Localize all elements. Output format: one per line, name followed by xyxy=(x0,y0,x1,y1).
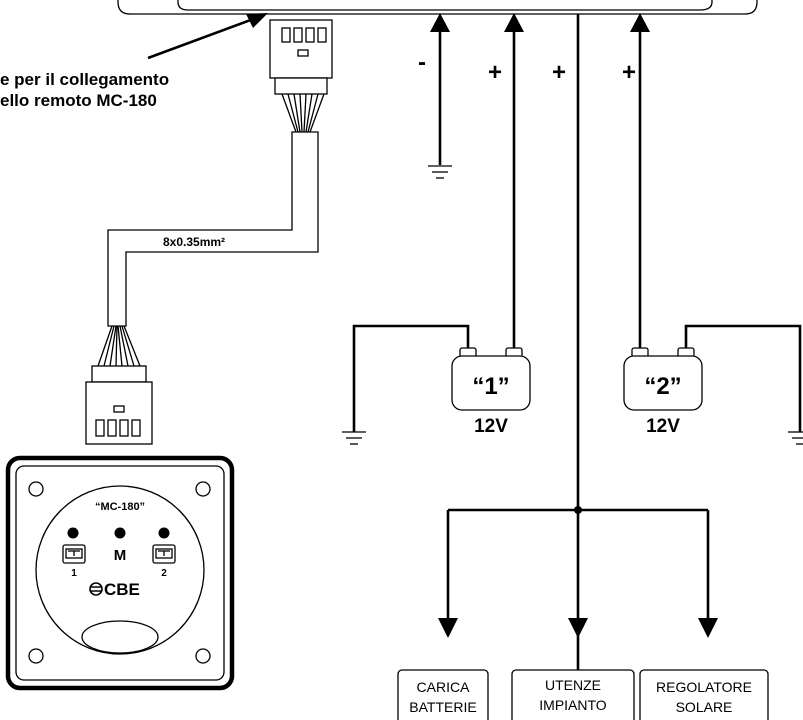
battery-1 xyxy=(451,347,531,411)
plus2-label: + xyxy=(622,59,636,86)
main-unit-bottom-edge xyxy=(117,0,758,15)
svg-text:UTENZE: UTENZE xyxy=(545,677,601,693)
battery2-name: “2” xyxy=(644,373,681,400)
svg-text:CARICA: CARICA xyxy=(417,679,471,695)
battery2-button-icon xyxy=(152,544,176,564)
remote-panel xyxy=(5,455,235,691)
top-connector-wires xyxy=(281,93,325,133)
battery1-button-icon xyxy=(62,544,86,564)
output-box-utenze-impianto: UTENZE IMPIANTO xyxy=(511,669,635,720)
led-battery2 xyxy=(158,527,170,539)
led-mode xyxy=(114,527,126,539)
ribbon-cable xyxy=(107,131,319,327)
bottom-connector xyxy=(85,365,153,445)
cable-label: 8x0.35mm² xyxy=(163,235,225,249)
connector-label-line1: e per il collegamento xyxy=(0,70,169,89)
ground-symbol-battery1 xyxy=(342,431,366,445)
bottom-connector-wires xyxy=(97,325,141,367)
screw-bottom-left xyxy=(28,648,44,664)
pointer-arrow-head xyxy=(246,13,268,28)
battery1-ground-wire xyxy=(352,324,470,432)
output-box-regolatore-solare: REGOLATORE SOLARE xyxy=(639,669,769,720)
battery2-voltage: 12V xyxy=(646,416,680,437)
connector-label-line2: ello remoto MC-180 xyxy=(0,91,157,110)
output-box-carica-batterie: CARICA BATTERIE xyxy=(397,669,489,720)
battery2-ground-wire xyxy=(684,324,802,432)
battery1-positive-arrow-head xyxy=(504,13,524,32)
screw-top-right xyxy=(195,481,211,497)
plus-center-label: + xyxy=(552,59,566,86)
minus-label: - xyxy=(418,49,426,76)
battery-2 xyxy=(623,347,703,411)
panel-mode-label: M xyxy=(114,547,127,564)
battery2-positive-arrow-head xyxy=(630,13,650,32)
battery1-name: “1” xyxy=(472,373,509,400)
svg-text:REGOLATORE: REGOLATORE xyxy=(656,679,752,695)
negative-arrow-head xyxy=(430,13,450,32)
screw-bottom-right xyxy=(195,648,211,664)
ground-symbol-negative xyxy=(428,165,452,179)
panel-face xyxy=(35,485,205,655)
panel-battery1-label: 1 xyxy=(71,568,77,579)
led-battery1 xyxy=(67,527,79,539)
battery1-voltage: 12V xyxy=(474,416,508,437)
ground-symbol-battery2 xyxy=(788,431,803,445)
top-connector xyxy=(269,19,333,95)
panel-model-label: “MC-180” xyxy=(95,501,145,513)
plus1-label: + xyxy=(488,59,502,86)
svg-text:SOLARE: SOLARE xyxy=(676,699,733,715)
panel-battery2-label: 2 xyxy=(161,568,167,579)
svg-text:IMPIANTO: IMPIANTO xyxy=(539,697,607,713)
svg-text:BATTERIE: BATTERIE xyxy=(409,699,476,715)
pointer-arrow-shaft xyxy=(147,16,257,60)
cbe-logo-icon xyxy=(89,582,103,596)
panel-brand: CBE xyxy=(104,580,140,599)
panel-oval-window xyxy=(81,620,159,654)
screw-top-left xyxy=(28,481,44,497)
output-bus xyxy=(438,506,718,638)
